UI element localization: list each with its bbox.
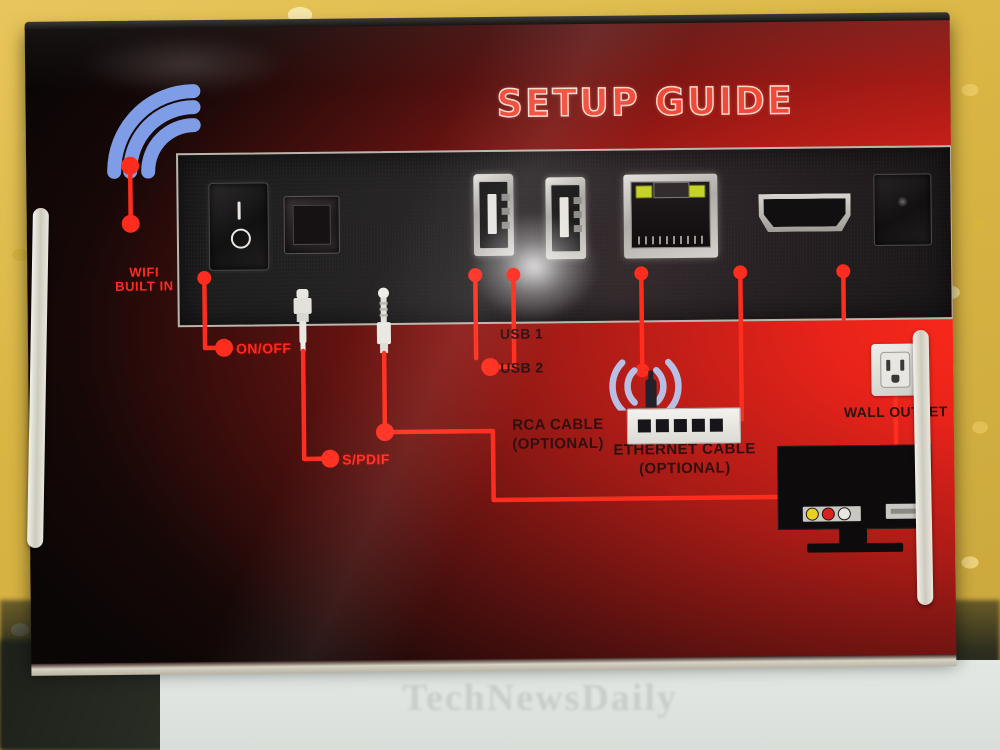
router-port (655, 419, 669, 433)
outlet-face (880, 351, 911, 388)
hdmi-cavity (764, 198, 846, 227)
rca-cable-label-line2: (OPTIONAL) (512, 434, 604, 453)
wireless-router-icon (626, 379, 742, 445)
rj45-led-right (688, 184, 706, 198)
tv-rca-yellow (805, 507, 819, 521)
router-port (673, 418, 687, 433)
outlet-ground-pin (891, 374, 900, 383)
optical-square-port-icon (283, 195, 341, 255)
callout-spdif: S/PDIF (342, 451, 390, 468)
router-port (691, 418, 705, 432)
tv-rca-red (821, 507, 835, 521)
callout-usb-2: USB 2 (500, 359, 544, 376)
rj45-led-left (635, 185, 653, 199)
rj45-contacts (637, 235, 704, 245)
panel-flash-glare (468, 210, 600, 323)
wireless-waves-icon (609, 358, 682, 411)
switch-off-mark (230, 228, 252, 249)
usb1-pin (501, 193, 510, 201)
tv-rca-white (837, 507, 851, 521)
callout-on-off: ON/OFF (235, 340, 292, 357)
router-port (709, 418, 723, 432)
dc-jack-hole (897, 196, 908, 207)
page-title: SETUP GUIDE (496, 79, 795, 127)
rj45-port-icon (623, 173, 719, 259)
desk-surface (160, 660, 1000, 750)
optical-port-cavity (292, 204, 331, 246)
photo-watermark: TechNewsDaily (402, 677, 678, 719)
router-port (637, 419, 651, 433)
switch-on-mark (237, 201, 241, 220)
rj45-notch (653, 181, 690, 199)
rca-cable-label: RCA CABLE (OPTIONAL) (495, 415, 621, 454)
usb2-pin (573, 197, 582, 205)
router-antenna (645, 379, 657, 408)
av-minijack-plug-icon (376, 287, 391, 354)
rca-cable-label-line1: RCA CABLE (512, 415, 604, 434)
rocker-switch-icon (208, 182, 270, 271)
ethernet-cable-label-line2: (OPTIONAL) (638, 459, 731, 478)
tv-rca-jacks (802, 506, 861, 522)
optical-toslink-plug-icon (293, 288, 312, 351)
ethernet-cable-label: ETHERNET CABLE (OPTIONAL) (607, 439, 762, 479)
dc-barrel-jack-icon (873, 173, 933, 246)
box-printed-face: SETUP GUIDE WIFI BUILT IN (24, 17, 957, 667)
wifi-label-line2: BUILT IN (114, 278, 174, 294)
wall-outlet-label: WALL OUTLET (843, 403, 948, 421)
tv-stand-base (807, 542, 904, 553)
outlet-slot-right (900, 359, 905, 371)
hdmi-port-icon (758, 193, 850, 232)
product-box: SETUP GUIDE WIFI BUILT IN (24, 12, 957, 676)
callout-usb-1: USB 1 (499, 325, 544, 342)
wifi-label-line1: WIFI (129, 264, 160, 280)
outlet-slot-left (886, 359, 891, 371)
